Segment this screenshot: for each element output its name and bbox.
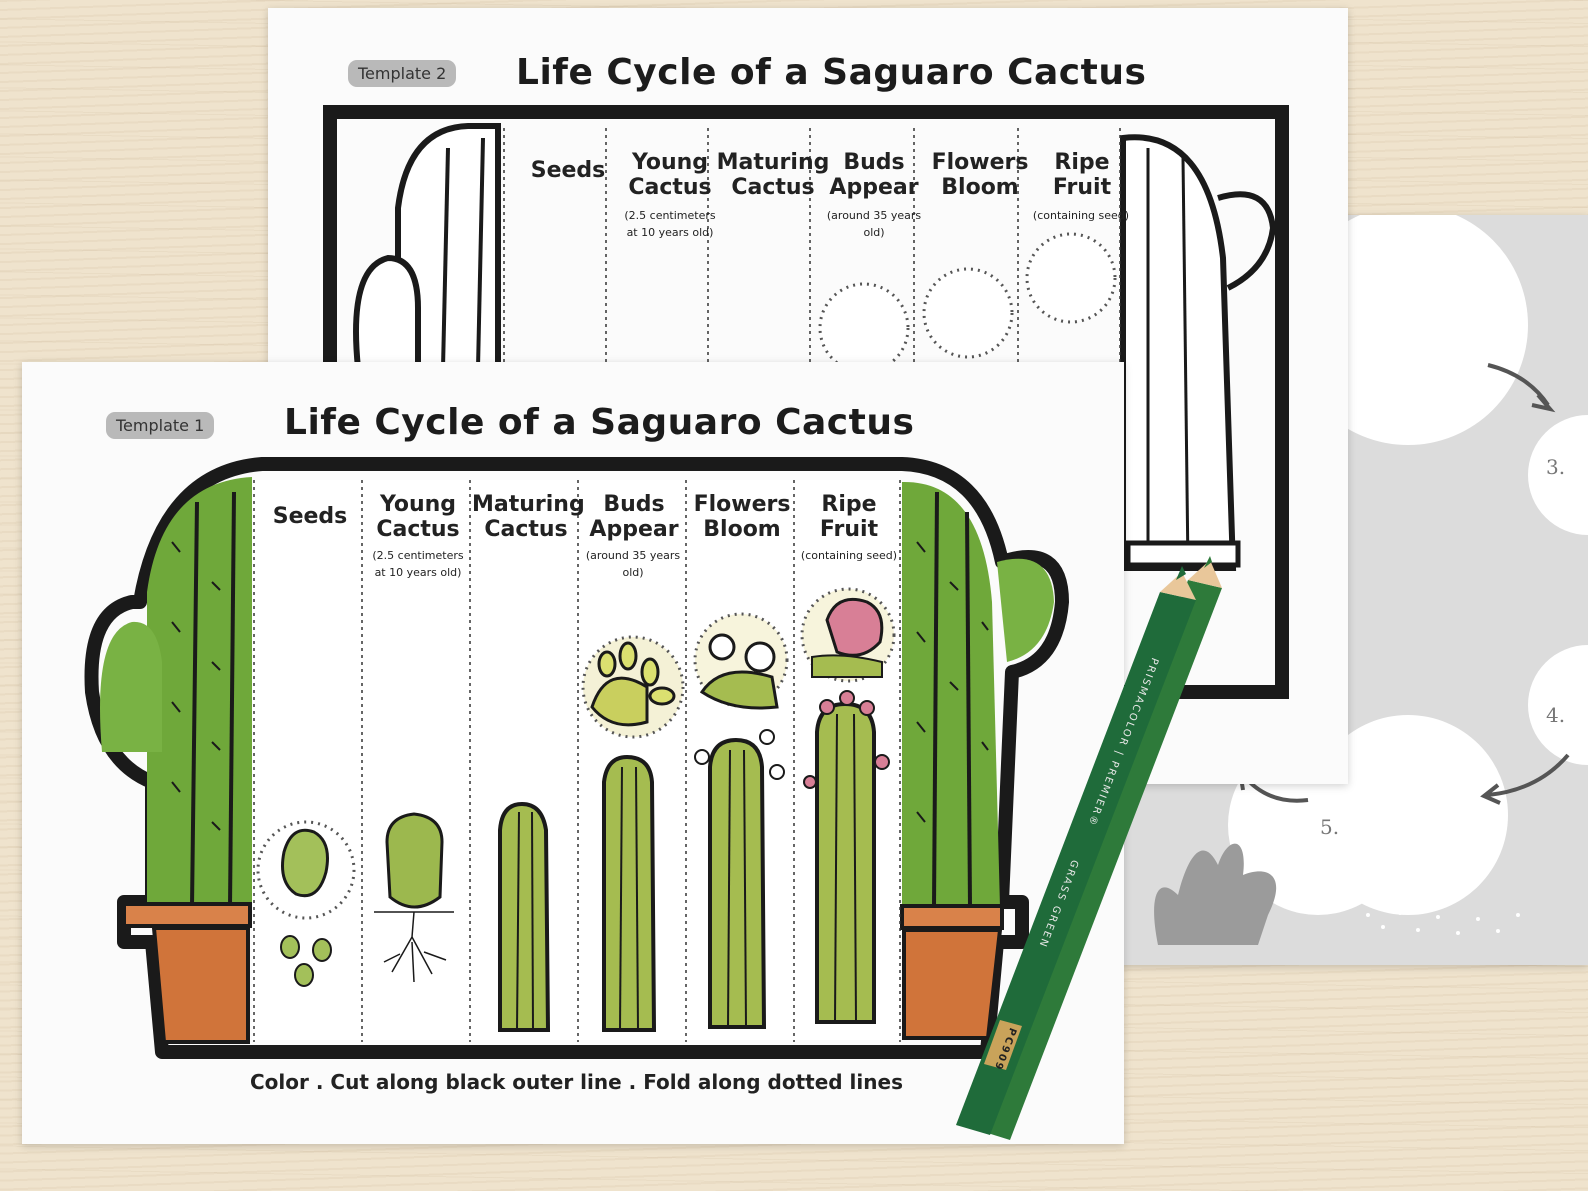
t2-note-ripe-fruit: (containing seed)	[1032, 209, 1130, 222]
t1-label-ripe-fruit: Ripe Fruit	[819, 492, 879, 543]
template-1-tag: Template 1	[106, 412, 215, 439]
t2-label-seeds: Seeds	[530, 158, 606, 183]
template-1-title: Life Cycle of a Saguaro Cactus	[284, 402, 915, 443]
t1-note-young-cactus: (2.5 centimeters at 10 years old)	[372, 549, 464, 579]
t2-note-buds-appear: (around 35 years old)	[826, 209, 922, 239]
t1-label-buds-appear: Buds Appear	[589, 492, 679, 543]
t2-label-young-cactus: Young Cactus	[628, 150, 712, 201]
t1-label-flowers-bloom: Flowers Bloom	[693, 492, 791, 543]
t1-label-seeds: Seeds	[272, 504, 348, 529]
template-2-title: Life Cycle of a Saguaro Cactus	[516, 52, 1147, 93]
t2-note-young-cactus: (2.5 centimeters at 10 years old)	[624, 209, 716, 239]
template-2-tag: Template 2	[348, 60, 457, 87]
step-number-4: 4.	[1546, 703, 1566, 727]
step-number-3: 3.	[1546, 455, 1566, 479]
template-1-sheet: Template 1 Life Cycle of a Saguaro Cactu…	[22, 362, 1124, 1144]
t1-note-buds-appear: (around 35 years old)	[585, 549, 681, 579]
t1-label-maturing-cactus: Maturing Cactus	[472, 492, 585, 543]
step-number-5: 5.	[1320, 815, 1340, 839]
t1-note-ripe-fruit: (containing seed)	[800, 549, 898, 562]
t2-label-ripe-fruit: Ripe Fruit	[1052, 150, 1112, 201]
t1-label-young-cactus: Young Cactus	[376, 492, 460, 543]
template-1-cactus-frame	[84, 457, 1069, 1059]
instructions-footer: Color . Cut along black outer line . Fol…	[250, 1070, 903, 1094]
t2-label-buds-appear: Buds Appear	[829, 150, 919, 201]
t2-label-flowers-bloom: Flowers Bloom	[931, 150, 1029, 201]
t2-label-maturing-cactus: Maturing Cactus	[716, 150, 830, 201]
